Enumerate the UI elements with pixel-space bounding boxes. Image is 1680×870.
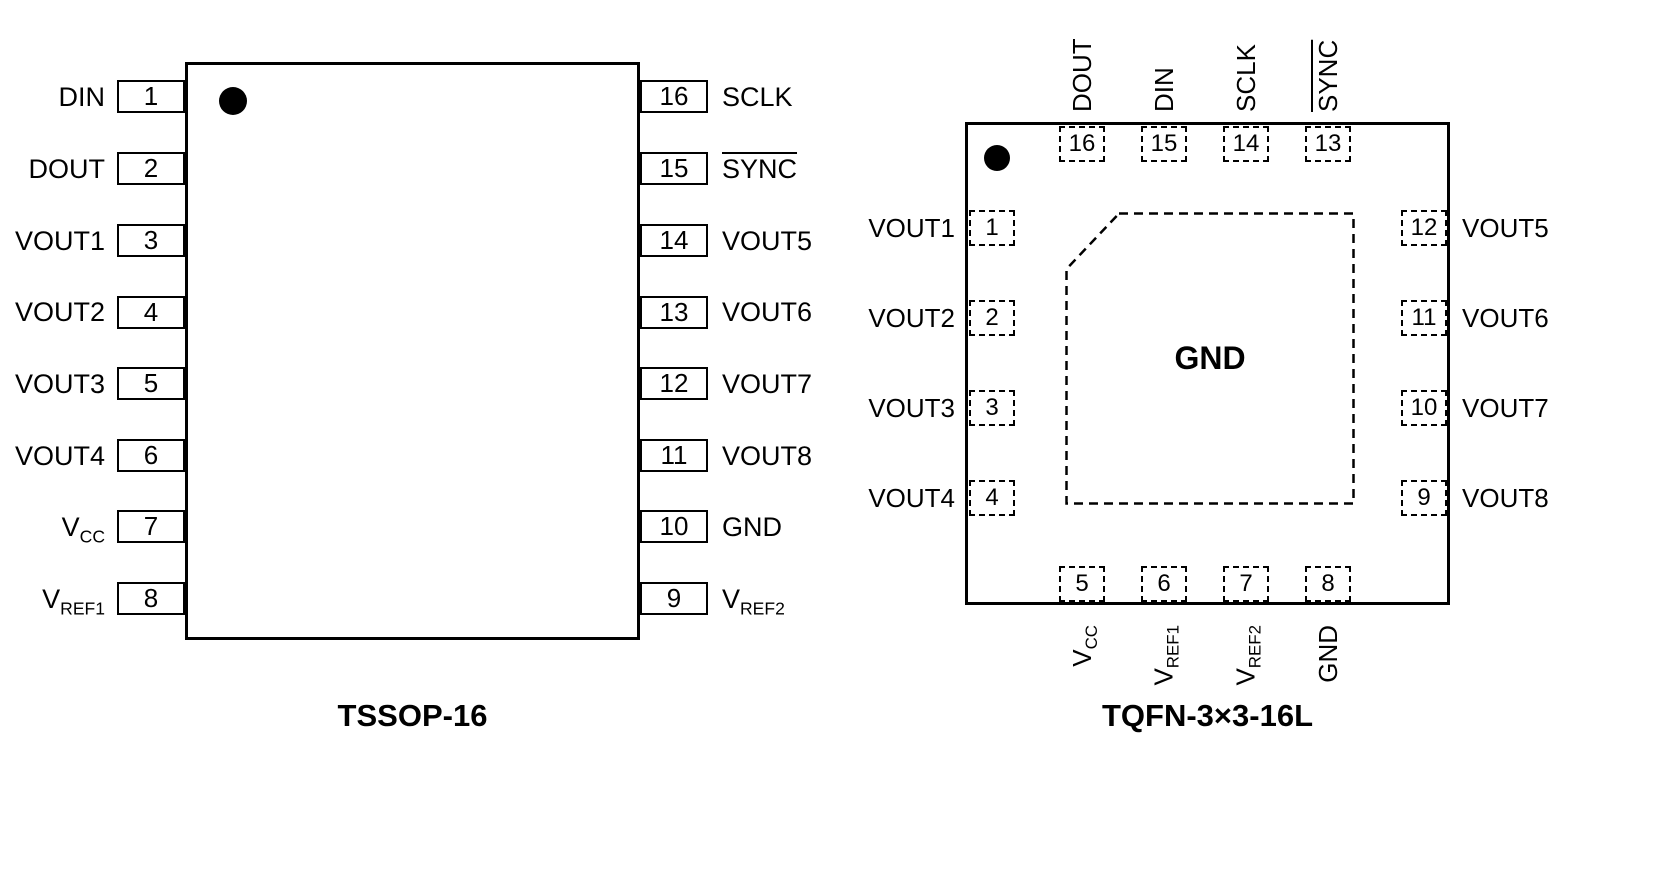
tssop-pin-10-label: GND <box>722 512 782 542</box>
tssop-pin-6-label: VOUT4 <box>14 441 105 471</box>
tqfn-pin-10-box: 10 <box>1401 390 1447 426</box>
tssop-pin-10-box: 10 <box>640 510 708 543</box>
tqfn-pin-9-box: 9 <box>1401 480 1447 516</box>
tssop-pin-2-box: 2 <box>117 152 185 185</box>
tssop-pin-8-label: VREF1 <box>42 584 105 619</box>
tssop-pin-12-box: 12 <box>640 367 708 400</box>
tssop-diagram: DIN 1 DOUT 2 VOUT1 3 VOUT2 4 VOUT3 5 VOU… <box>0 0 860 780</box>
tqfn-pin-14-box: 14 <box>1223 126 1269 162</box>
tssop-pin-3-box: 3 <box>117 224 185 257</box>
tqfn-pin-15-label: DIN <box>1149 67 1179 112</box>
tqfn-pin-3-label: VOUT3 <box>868 393 955 423</box>
tqfn-pin-16-box: 16 <box>1059 126 1105 162</box>
tssop-pin-7-box: 7 <box>117 510 185 543</box>
tqfn-pin-6-box: 6 <box>1141 566 1187 602</box>
tqfn-pin-2-box: 2 <box>969 300 1015 336</box>
tssop-pin-9-label: VREF2 <box>722 584 785 619</box>
tqfn-pin-16-label: DOUT <box>1067 38 1097 112</box>
tqfn-pin-10-label: VOUT7 <box>1462 393 1549 423</box>
tssop-pin-5-box: 5 <box>117 367 185 400</box>
tssop-pin-14-label: VOUT5 <box>722 226 813 256</box>
tqfn-pin-4-box: 4 <box>969 480 1015 516</box>
tqfn-pin1-indicator-dot <box>984 145 1010 171</box>
tqfn-pin-13-label: SYNC <box>1313 39 1343 112</box>
tqfn-pin-12-box: 12 <box>1401 210 1447 246</box>
tqfn-pin-13-box: 13 <box>1305 126 1351 162</box>
tqfn-pin-2-label: VOUT2 <box>868 303 955 333</box>
tqfn-pin-5-box: 5 <box>1059 566 1105 602</box>
tqfn-pin-11-label: VOUT6 <box>1462 303 1549 333</box>
tssop-pin-1-box: 1 <box>117 80 185 113</box>
tssop-pin-9-box: 9 <box>640 582 708 615</box>
tqfn-pin-12-label: VOUT5 <box>1462 213 1549 243</box>
tqfn-pin-7-box: 7 <box>1223 566 1269 602</box>
tqfn-pin-3-box: 3 <box>969 390 1015 426</box>
tssop-pin-16-box: 16 <box>640 80 708 113</box>
tqfn-package-title: TQFN-3×3-16L <box>1101 698 1314 733</box>
tqfn-pin-8-label: GND <box>1313 625 1343 683</box>
tqfn-pin-7-label: VREF2 <box>1231 625 1266 686</box>
tssop-pin-6-box: 6 <box>117 439 185 472</box>
tssop-pin-14-box: 14 <box>640 224 708 257</box>
tssop-pin-12-label: VOUT7 <box>722 369 813 399</box>
tssop-pin-7-label: VCC <box>61 512 105 547</box>
tssop-pin-13-box: 13 <box>640 296 708 329</box>
tssop-package-body <box>185 62 640 640</box>
tqfn-pin-1-box: 1 <box>969 210 1015 246</box>
tssop-pin-3-label: VOUT1 <box>14 226 105 256</box>
tssop-pin1-indicator-dot <box>219 87 247 115</box>
tqfn-diagram: GND DOUT 16 DIN 15 SCLK 14 SYNC 13 VOUT1… <box>860 0 1560 780</box>
tssop-pin-4-box: 4 <box>117 296 185 329</box>
tqfn-pin-9-label: VOUT8 <box>1462 483 1549 513</box>
tqfn-pin-1-label: VOUT1 <box>868 213 955 243</box>
tssop-pin-11-label: VOUT8 <box>722 441 813 471</box>
tssop-pin-8-box: 8 <box>117 582 185 615</box>
thermal-pad-label: GND <box>1174 340 1246 376</box>
tssop-pin-11-box: 11 <box>640 439 708 472</box>
tssop-pin-15-label: SYNC <box>722 154 798 184</box>
tqfn-pin-14-label: SCLK <box>1231 44 1261 112</box>
tqfn-pin-6-label: VREF1 <box>1149 625 1184 686</box>
tssop-pin-13-label: VOUT6 <box>722 297 813 327</box>
tssop-pin-4-label: VOUT2 <box>14 297 105 327</box>
tssop-pin-5-label: VOUT3 <box>14 369 105 399</box>
tssop-pin-1-label: DIN <box>58 82 106 112</box>
thermal-pad-outline <box>1065 212 1355 505</box>
tqfn-pin-15-box: 15 <box>1141 126 1187 162</box>
tqfn-pin-4-label: VOUT4 <box>868 483 955 513</box>
tqfn-pin-8-box: 8 <box>1305 566 1351 602</box>
tqfn-pin-11-box: 11 <box>1401 300 1447 336</box>
tssop-pin-15-box: 15 <box>640 152 708 185</box>
tqfn-package-body <box>965 122 1450 605</box>
tqfn-pin-5-label: VCC <box>1067 625 1102 667</box>
tssop-pin-2-label: DOUT <box>28 154 106 184</box>
tssop-package-title: TSSOP-16 <box>337 698 488 733</box>
tssop-pin-16-label: SCLK <box>722 82 793 112</box>
